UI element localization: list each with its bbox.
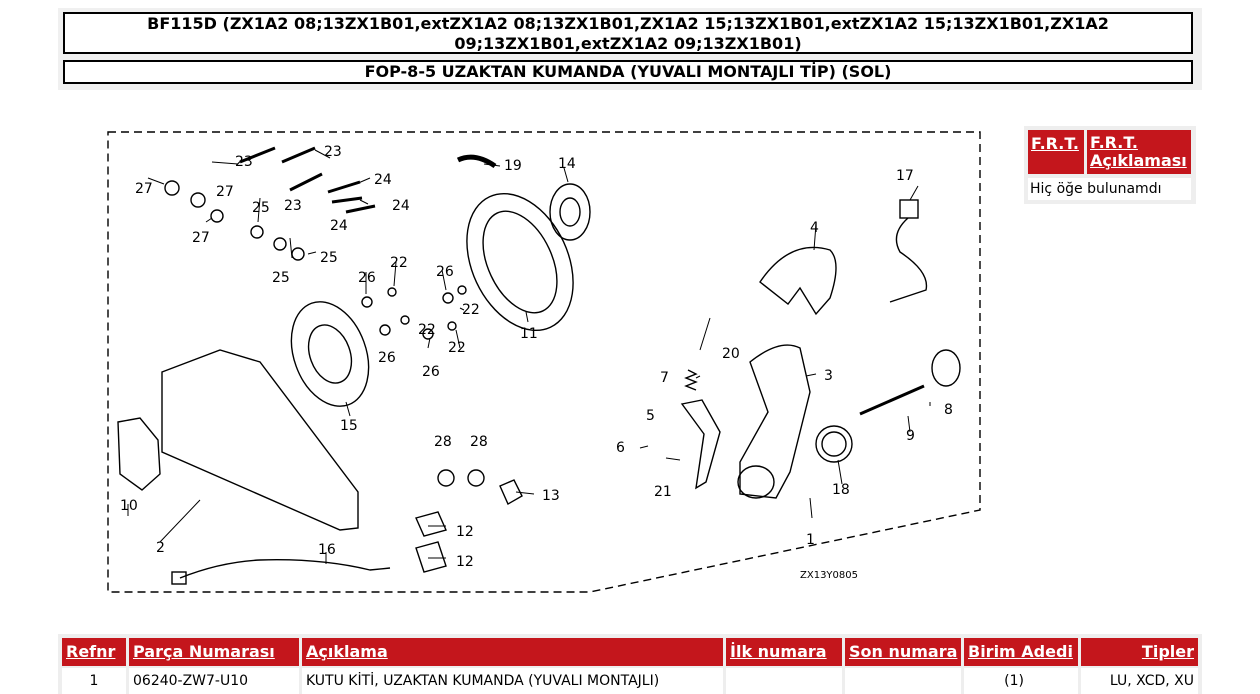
table-cell-description: KUTU KİTİ, UZAKTAN KUMANDA (YUVALI MONTA… xyxy=(302,668,723,694)
svg-text:23: 23 xyxy=(324,144,342,160)
svg-text:26: 26 xyxy=(378,350,396,366)
column-header-refnr[interactable]: Refnr xyxy=(62,638,126,666)
svg-text:25: 25 xyxy=(252,200,270,216)
svg-text:22: 22 xyxy=(462,302,480,318)
column-header-unit-qty[interactable]: Birim Adedi xyxy=(964,638,1078,666)
svg-text:8: 8 xyxy=(944,402,953,418)
svg-text:28: 28 xyxy=(434,434,452,450)
frt-panel: F.R.T. F.R.T. Açıklaması Hiç öğe bulunam… xyxy=(1024,126,1196,204)
svg-text:18: 18 xyxy=(832,482,850,498)
svg-text:24: 24 xyxy=(374,172,392,188)
svg-text:12: 12 xyxy=(456,524,474,540)
svg-text:27: 27 xyxy=(216,184,234,200)
svg-text:22: 22 xyxy=(418,322,436,338)
frt-description-header-link[interactable]: F.R.T. Açıklaması xyxy=(1087,130,1191,174)
header: BF115D (ZX1A2 08;13ZX1B01,extZX1A2 08;13… xyxy=(58,8,1202,90)
svg-text:27: 27 xyxy=(135,181,153,197)
svg-text:20: 20 xyxy=(722,346,740,362)
column-header-description[interactable]: Açıklama xyxy=(302,638,723,666)
frt-empty-message: Hiç öğe bulunamdı xyxy=(1028,178,1191,200)
table-cell-first-number xyxy=(726,668,842,694)
column-header-first-number[interactable]: İlk numara xyxy=(726,638,842,666)
svg-text:21: 21 xyxy=(654,484,672,500)
svg-text:24: 24 xyxy=(330,218,348,234)
svg-text:17: 17 xyxy=(896,168,914,184)
table-cell-part-number[interactable]: 06240-ZW7-U10 xyxy=(129,668,299,694)
svg-text:22: 22 xyxy=(390,255,408,271)
table-cell-last-number xyxy=(845,668,961,694)
svg-text:28: 28 xyxy=(470,434,488,450)
svg-text:6: 6 xyxy=(616,440,625,456)
svg-text:10: 10 xyxy=(120,498,138,514)
svg-text:26: 26 xyxy=(436,264,454,280)
svg-text:26: 26 xyxy=(358,270,376,286)
svg-text:23: 23 xyxy=(284,198,302,214)
table-cell-unit-qty: (1) xyxy=(964,668,1078,694)
svg-text:2: 2 xyxy=(156,540,165,556)
svg-text:23: 23 xyxy=(235,154,253,170)
svg-text:22: 22 xyxy=(448,340,466,356)
table-cell-types: LU, XCD, XU xyxy=(1081,668,1198,694)
svg-text:24: 24 xyxy=(392,198,410,214)
svg-text:14: 14 xyxy=(558,156,576,172)
page-title: BF115D (ZX1A2 08;13ZX1B01,extZX1A2 08;13… xyxy=(63,12,1193,54)
svg-text:26: 26 xyxy=(422,364,440,380)
svg-text:4: 4 xyxy=(810,220,819,236)
svg-text:5: 5 xyxy=(646,408,655,424)
svg-text:25: 25 xyxy=(320,250,338,266)
svg-text:16: 16 xyxy=(318,542,336,558)
table-cell-refnr: 1 xyxy=(62,668,126,694)
section-title: FOP-8-5 UZAKTAN KUMANDA (YUVALI MONTAJLI… xyxy=(63,60,1193,84)
frt-header-link[interactable]: F.R.T. xyxy=(1028,130,1084,174)
svg-text:9: 9 xyxy=(906,428,915,444)
svg-text:11: 11 xyxy=(520,326,538,342)
svg-text:7: 7 xyxy=(660,370,669,386)
svg-text:13: 13 xyxy=(542,488,560,504)
svg-text:19: 19 xyxy=(504,158,522,174)
svg-text:3: 3 xyxy=(824,368,833,384)
svg-text:1: 1 xyxy=(806,532,815,548)
svg-text:15: 15 xyxy=(340,418,358,434)
column-header-types[interactable]: Tipler xyxy=(1081,638,1198,666)
parts-table: Refnr Parça Numarası Açıklama İlk numara… xyxy=(58,634,1202,694)
column-header-last-number[interactable]: Son numara xyxy=(845,638,961,666)
diagram-code: ZX13Y0805 xyxy=(800,570,858,581)
svg-text:25: 25 xyxy=(272,270,290,286)
svg-text:12: 12 xyxy=(456,554,474,570)
svg-text:27: 27 xyxy=(192,230,210,246)
column-header-part-number[interactable]: Parça Numarası xyxy=(129,638,299,666)
